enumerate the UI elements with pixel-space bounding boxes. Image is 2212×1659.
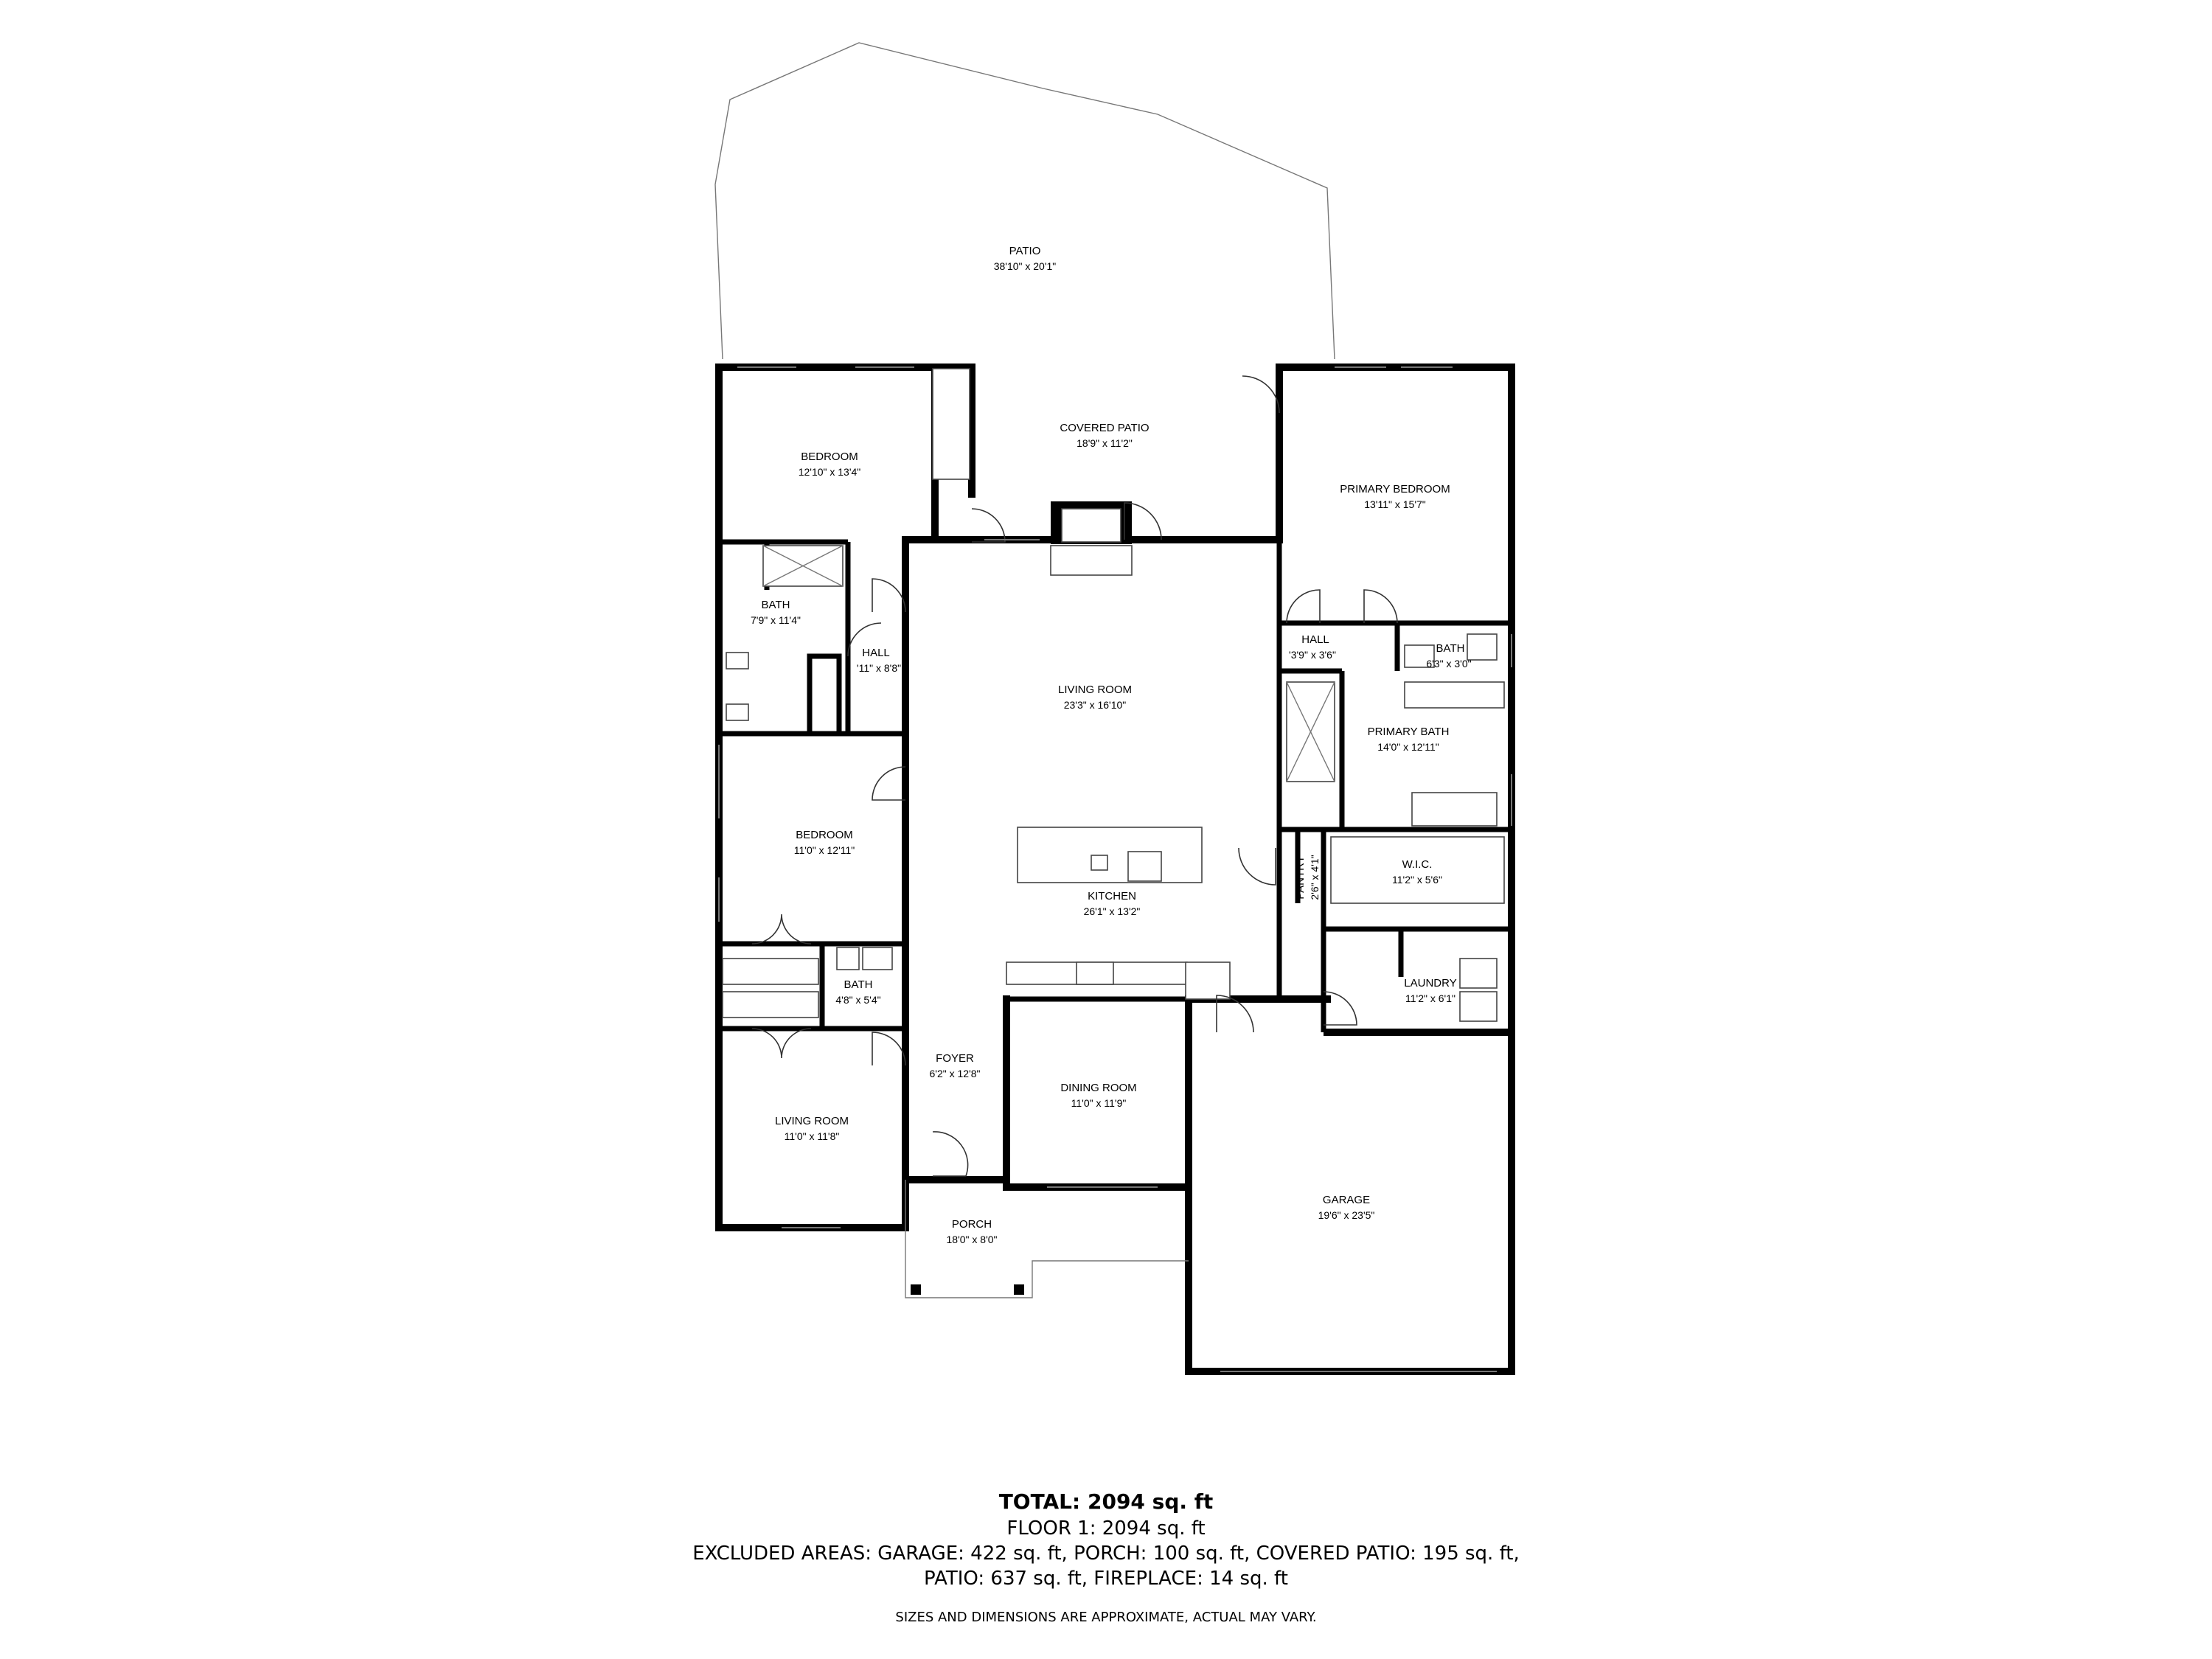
kitchen-name: KITCHEN [1088,890,1136,902]
porch-name: PORCH [952,1218,992,1231]
patio-name: PATIO [1009,245,1041,257]
interior-walls [719,539,1512,1180]
bedroom-ne-name: BEDROOM [801,451,858,463]
primary-bath-dim: 14'0" x 12'11" [1377,741,1439,753]
label-laundry: LAUNDRY 11'2" x 6'1" [1404,977,1456,1004]
fixtures [722,368,1505,1372]
label-patio: PATIO 38'10" x 20'1" [994,245,1057,272]
kitchen-dim: 26'1" x 13'2" [1084,905,1141,917]
hall-w-dim: '11" x 8'8" [857,662,901,674]
pantry-dim: 2'6" x 4'1" [1309,855,1321,900]
label-hall-w: HALL '11" x 8'8" [857,647,901,674]
label-living-room: LIVING ROOM 23'3" x 16'10" [1058,684,1132,711]
label-bedroom-ne: BEDROOM 12'10" x 13'4" [799,451,861,478]
garage-dim: 19'6" x 23'5" [1318,1209,1375,1221]
bedroom-w-dim: 11'0" x 12'11" [794,844,855,856]
label-hall-e: HALL '3'9" x 3'6" [1289,633,1336,661]
primary-bedroom-dim: 13'11" x 15'7" [1364,498,1426,510]
foyer-dim: 6'2" x 12'8" [930,1068,981,1079]
living-room-name: LIVING ROOM [1058,684,1132,696]
floor-area: FLOOR 1: 2094 sq. ft [1006,1517,1206,1540]
label-dining-room: DINING ROOM 11'0" x 11'9" [1060,1082,1136,1109]
living-room-sw-name: LIVING ROOM [775,1115,849,1127]
label-living-room-sw: LIVING ROOM 11'0" x 11'8" [775,1115,849,1142]
bath-w-name: BATH [762,599,790,611]
laundry-name: LAUNDRY [1404,977,1456,990]
label-garage: GARAGE 19'6" x 23'5" [1318,1194,1375,1221]
living-room-sw-dim: 11'0" x 11'8" [785,1130,840,1142]
label-kitchen: KITCHEN 26'1" x 13'2" [1084,890,1141,917]
hall-e-name: HALL [1301,633,1329,646]
label-wic: W.I.C. 11'2" x 5'6" [1392,858,1442,886]
primary-bedroom-name: PRIMARY BEDROOM [1340,483,1450,495]
wic-name: W.I.C. [1402,858,1433,871]
bath-w-dim: 7'9" x 11'4" [751,614,801,626]
covered-patio-dim: 18'9" x 11'2" [1077,437,1133,449]
dining-room-name: DINING ROOM [1060,1082,1136,1094]
patio-dim: 38'10" x 20'1" [994,260,1057,272]
hall-e-dim: '3'9" x 3'6" [1289,649,1336,661]
patio-area [714,42,1335,360]
bedroom-w-name: BEDROOM [796,829,853,841]
windows [718,366,1512,1228]
bath-e-dim: 6'3" x 3'0" [1426,658,1471,669]
label-covered-patio: COVERED PATIO 18'9" x 11'2" [1060,422,1149,449]
label-bath-small: BATH 4'8" x 5'4" [835,978,880,1006]
disclaimer: SIZES AND DIMENSIONS ARE APPROXIMATE, AC… [895,1610,1317,1625]
label-bath-w: BATH 7'9" x 11'4" [751,599,801,626]
label-bath-e: BATH 6'3" x 3'0" [1426,642,1471,669]
label-porch: PORCH 18'0" x 8'0" [947,1218,998,1245]
primary-bath-name: PRIMARY BATH [1368,726,1450,738]
area-summary: TOTAL: 2094 sq. ft FLOOR 1: 2094 sq. ft … [0,1488,2212,1627]
label-bedroom-w: BEDROOM 11'0" x 12'11" [794,829,855,856]
garage-name: GARAGE [1323,1194,1370,1206]
porch-dim: 18'0" x 8'0" [947,1234,998,1245]
wic-dim: 11'2" x 5'6" [1392,874,1442,886]
total-area: TOTAL: 2094 sq. ft [998,1489,1214,1514]
excluded-areas-line-2: PATIO: 637 sq. ft, FIREPLACE: 14 sq. ft [924,1568,1288,1590]
excluded-areas-line-1: EXCLUDED AREAS: GARAGE: 422 sq. ft, PORC… [692,1543,1520,1565]
pantry-name: PANTRY [1294,855,1307,899]
hall-w-name: HALL [862,647,890,659]
laundry-dim: 11'2" x 6'1" [1405,992,1455,1004]
bath-small-name: BATH [844,978,873,991]
bedroom-ne-dim: 12'10" x 13'4" [799,466,861,478]
dining-room-dim: 11'0" x 11'9" [1071,1097,1127,1109]
bath-e-name: BATH [1436,642,1465,655]
foyer-name: FOYER [936,1052,974,1065]
label-primary-bath: PRIMARY BATH 14'0" x 12'11" [1368,726,1450,753]
living-room-dim: 23'3" x 16'10" [1064,699,1127,711]
bath-small-dim: 4'8" x 5'4" [835,994,880,1006]
covered-patio-name: COVERED PATIO [1060,422,1149,434]
label-foyer: FOYER 6'2" x 12'8" [930,1052,981,1079]
label-primary-bedroom: PRIMARY BEDROOM 13'11" x 15'7" [1340,483,1450,510]
floor-plan: PATIO 38'10" x 20'1" COVERED PATIO 18'9"… [714,42,1515,1375]
label-pantry: PANTRY 2'6" x 4'1" [1294,855,1321,900]
